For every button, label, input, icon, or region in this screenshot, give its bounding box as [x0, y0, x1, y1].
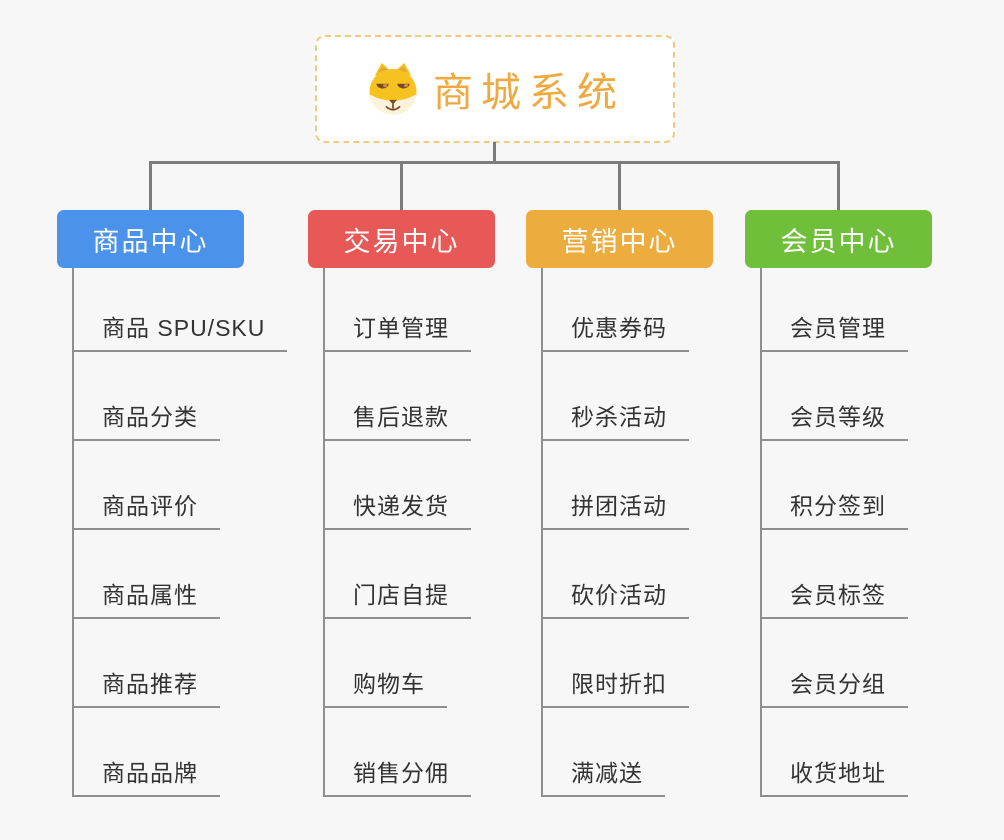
list-item[interactable]: 满减送	[543, 758, 665, 797]
list-item[interactable]: 优惠券码	[543, 313, 689, 352]
list-item[interactable]: 商品 SPU/SKU	[74, 313, 288, 352]
item-list-trade-center: 订单管理售后退款快递发货门店自提购物车销售分佣	[323, 268, 471, 797]
list-item[interactable]: 快递发货	[325, 491, 471, 530]
root-node[interactable]: 商城系统	[315, 35, 675, 143]
list-item[interactable]: 拼团活动	[543, 491, 689, 530]
branch-label: 交易中心	[343, 226, 460, 257]
list-item[interactable]: 购物车	[325, 669, 447, 708]
list-item[interactable]: 会员标签	[762, 580, 908, 619]
item-list-product-center: 商品 SPU/SKU 商品分类商品评价商品属性商品推荐商品品牌	[72, 268, 288, 797]
list-item[interactable]: 会员等级	[762, 402, 908, 441]
list-item[interactable]: 限时折扣	[543, 669, 689, 708]
list-item[interactable]: 会员管理	[762, 313, 908, 352]
list-item[interactable]: 积分签到	[762, 491, 908, 530]
list-item[interactable]: 会员分组	[762, 669, 908, 708]
list-item[interactable]: 售后退款	[325, 402, 471, 441]
root-title: 商城系统	[433, 71, 625, 115]
list-item[interactable]: 商品推荐	[74, 669, 220, 708]
branch-node-product-center[interactable]: 商品中心	[57, 210, 244, 268]
branch-node-marketing-center[interactable]: 营销中心	[526, 210, 713, 268]
list-item[interactable]: 秒杀活动	[543, 402, 689, 441]
connector-drop-trade-center	[400, 161, 403, 210]
list-item[interactable]: 商品品牌	[74, 758, 220, 797]
connector-drop-product-center	[149, 161, 152, 210]
branch-label: 营销中心	[561, 226, 678, 257]
list-item[interactable]: 砍价活动	[543, 580, 689, 619]
item-list-marketing-center: 优惠券码秒杀活动拼团活动砍价活动限时折扣满减送	[541, 268, 689, 797]
list-item[interactable]: 商品属性	[74, 580, 220, 619]
shiba-dog-icon	[365, 62, 421, 116]
connector-drop-member-center	[837, 161, 840, 210]
branch-label: 商品中心	[92, 226, 209, 257]
connector-horizontal-bus	[149, 161, 840, 164]
list-item[interactable]: 订单管理	[325, 313, 471, 352]
list-item[interactable]: 商品评价	[74, 491, 220, 530]
list-item[interactable]: 销售分佣	[325, 758, 471, 797]
item-list-member-center: 会员管理会员等级积分签到会员标签会员分组收货地址	[760, 268, 908, 797]
branch-label: 会员中心	[780, 226, 897, 257]
connector-root-stem	[493, 142, 496, 163]
list-item[interactable]: 商品分类	[74, 402, 220, 441]
connector-drop-marketing-center	[618, 161, 621, 210]
list-item[interactable]: 收货地址	[762, 758, 908, 797]
branch-node-member-center[interactable]: 会员中心	[745, 210, 932, 268]
list-item[interactable]: 门店自提	[325, 580, 471, 619]
branch-node-trade-center[interactable]: 交易中心	[308, 210, 495, 268]
